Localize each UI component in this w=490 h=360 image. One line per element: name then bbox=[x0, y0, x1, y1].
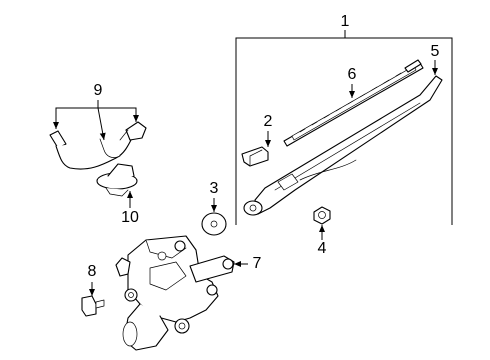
callout-9: 9 bbox=[93, 82, 103, 99]
callout-8: 8 bbox=[87, 263, 97, 280]
wire-harness bbox=[49, 121, 147, 170]
leader-9 bbox=[53, 100, 139, 141]
wiper-arm bbox=[243, 75, 443, 216]
callout-3: 3 bbox=[209, 180, 219, 197]
mounting-bolt bbox=[81, 295, 105, 317]
wiper-blade bbox=[283, 59, 424, 147]
callout-4: 4 bbox=[317, 240, 327, 257]
arm-nut bbox=[313, 206, 331, 225]
washer bbox=[201, 212, 227, 236]
callout-10: 10 bbox=[121, 209, 139, 226]
grommet-connector bbox=[96, 163, 138, 197]
assembly-bracket-box bbox=[235, 30, 453, 225]
callout-1: 1 bbox=[340, 13, 350, 30]
callout-7: 7 bbox=[252, 255, 262, 272]
callout-6: 6 bbox=[347, 66, 357, 83]
arm-cap bbox=[241, 146, 269, 167]
callout-5: 5 bbox=[430, 43, 440, 60]
callout-2: 2 bbox=[263, 113, 273, 130]
wiper-motor-assembly bbox=[115, 235, 235, 351]
